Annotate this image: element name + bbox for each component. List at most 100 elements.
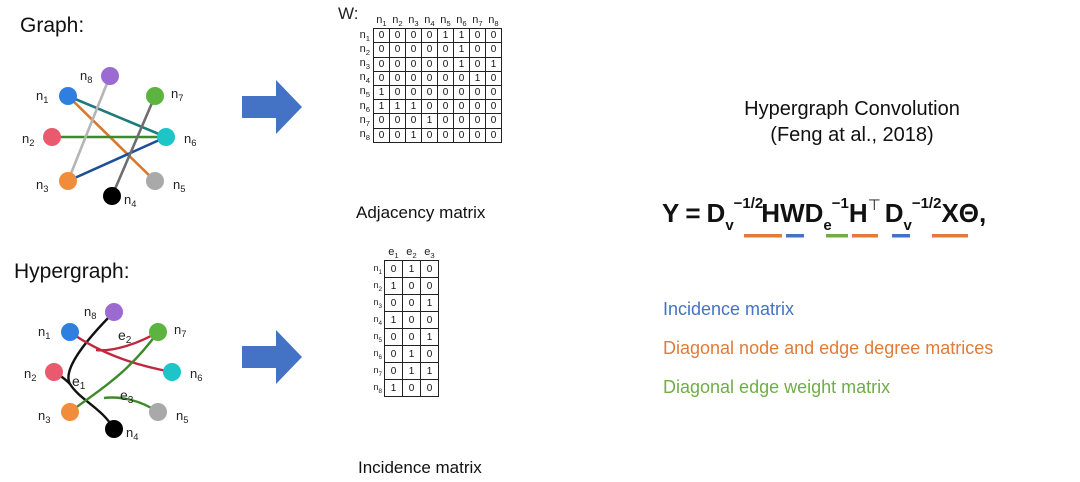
inc-col-header-e3: e3 (424, 246, 435, 261)
formula-underline-1 (786, 234, 804, 238)
adj-cell-n2-n5: 0 (437, 42, 454, 58)
formula-underline-4 (892, 234, 910, 238)
hypergraph-node-n1 (61, 323, 79, 341)
adj-col-header-n4: n4 (424, 14, 435, 29)
inc-cell-n6-e3: 0 (420, 345, 439, 364)
adj-cell-n7-n1: 0 (373, 113, 390, 129)
inc-row-header-n2: n2 (373, 279, 382, 293)
inc-cell-n1-e1: 0 (384, 260, 403, 279)
adj-cell-n1-n3: 0 (405, 28, 422, 44)
right-arrow-icon (242, 330, 302, 384)
adj-cell-n7-n8: 0 (485, 113, 502, 129)
hypergraph-section-label: Hypergraph: (14, 260, 130, 283)
inc-cell-n1-e3: 0 (420, 260, 439, 279)
inc-cell-n8-e3: 0 (420, 379, 439, 398)
adj-col-header-n8: n8 (488, 14, 499, 29)
adj-cell-n6-n7: 0 (469, 99, 486, 115)
adj-cell-n4-n6: 0 (453, 70, 470, 86)
graph-node-label-n8: n8 (80, 68, 92, 85)
adj-row-header-n4: n4 (359, 71, 370, 86)
legend-item-0: Incidence matrix (663, 299, 795, 319)
formula-underline-0 (744, 234, 782, 238)
formula-Y: Y (662, 198, 679, 228)
inc-row-header-n3: n3 (373, 296, 382, 310)
adjacency-matrix-caption: Adjacency matrix (356, 203, 486, 222)
hypergraph-node-label-n6: n6 (190, 366, 202, 383)
adj-cell-n3-n1: 0 (373, 56, 390, 72)
inc-cell-n7-e3: 1 (420, 362, 439, 381)
adj-cell-n4-n5: 0 (437, 70, 454, 86)
hyperedge-label-e1: e1 (72, 373, 86, 392)
graph-edge-n4-n7 (110, 95, 157, 197)
inc-cell-n8-e2: 0 (402, 379, 421, 398)
hypergraph-node-label-n1: n1 (38, 324, 50, 341)
adj-col-header-n2: n2 (392, 14, 403, 29)
graph-node-label-n2: n2 (22, 131, 34, 148)
adj-cell-n8-n2: 0 (389, 127, 406, 143)
hyperedge-label-e2: e2 (118, 327, 132, 346)
inc-cell-n3-e3: 1 (420, 294, 439, 313)
hypergraph-node-label-n8: n8 (84, 304, 96, 321)
adj-cell-n2-n8: 0 (485, 42, 502, 58)
graph-node-label-n5: n5 (173, 177, 185, 194)
adj-cell-n7-n2: 0 (389, 113, 406, 129)
adj-row-header-n2: n2 (359, 42, 370, 58)
inc-row-header-n1: n1 (373, 262, 382, 276)
adj-cell-n5-n5: 0 (437, 84, 454, 101)
inc-cell-n6-e1: 0 (384, 345, 403, 364)
adj-cell-n6-n3: 1 (405, 99, 422, 115)
inc-corner (368, 246, 385, 261)
adj-cell-n2-n7: 0 (469, 42, 486, 58)
inc-cell-n5-e2: 0 (402, 328, 421, 347)
adj-cell-n4-n1: 0 (373, 70, 390, 86)
adj-cell-n7-n3: 0 (405, 113, 422, 129)
adj-cell-n2-n2: 0 (389, 42, 406, 58)
inc-row-header-n5: n5 (373, 330, 382, 344)
adj-cell-n2-n1: 0 (373, 42, 390, 58)
inc-col-header-e1: e1 (388, 246, 399, 261)
adj-cell-n3-n2: 0 (389, 56, 406, 72)
title-line-1: Hypergraph Convolution (744, 98, 960, 120)
adj-cell-n1-n5: 1 (437, 28, 454, 44)
adj-cell-n8-n6: 0 (453, 127, 470, 143)
adj-cell-n2-n3: 0 (405, 42, 422, 58)
inc-row-header-n6: n6 (373, 347, 382, 361)
adj-col-header-n7: n7 (472, 14, 483, 29)
graph-node-label-n7: n7 (171, 86, 183, 103)
adj-cell-n3-n8: 1 (485, 56, 502, 72)
adj-cell-n5-n2: 0 (389, 84, 406, 101)
graph-section-label: Graph: (20, 14, 85, 37)
hypergraph-convolution-formula: Y=Dv−1/2HWDe−1H⊤Dv−1/2XΘ, (662, 195, 986, 238)
adj-cell-n5-n7: 0 (469, 84, 486, 101)
paper-title: Hypergraph Convolution (Feng at al., 201… (700, 96, 1004, 148)
inc-cell-n5-e1: 0 (384, 328, 403, 347)
adj-row-header-n3: n3 (359, 57, 370, 72)
inc-row-header-n7: n7 (373, 364, 382, 378)
adj-col-header-n5: n5 (440, 14, 451, 29)
adj-row-header-n8: n8 (359, 128, 370, 143)
adj-cell-n7-n4: 1 (421, 113, 438, 129)
graph-node-n6 (157, 128, 175, 146)
graph-edge-n3-n6 (67, 135, 167, 183)
adj-cell-n3-n4: 0 (421, 56, 438, 72)
inc-cell-n2-e3: 0 (420, 277, 439, 296)
adj-cell-n3-n6: 1 (453, 56, 470, 72)
hypergraph-node-label-n3: n3 (38, 408, 50, 425)
hypergraph-node-label-n5: n5 (176, 408, 188, 425)
adj-cell-n1-n7: 0 (469, 28, 486, 44)
adj-col-header-n3: n3 (408, 14, 419, 29)
adj-row-header-n7: n7 (359, 113, 370, 128)
graph-node-label-n6: n6 (184, 131, 196, 148)
adj-cell-n5-n1: 1 (373, 84, 390, 101)
adj-cell-n7-n5: 0 (437, 113, 454, 129)
